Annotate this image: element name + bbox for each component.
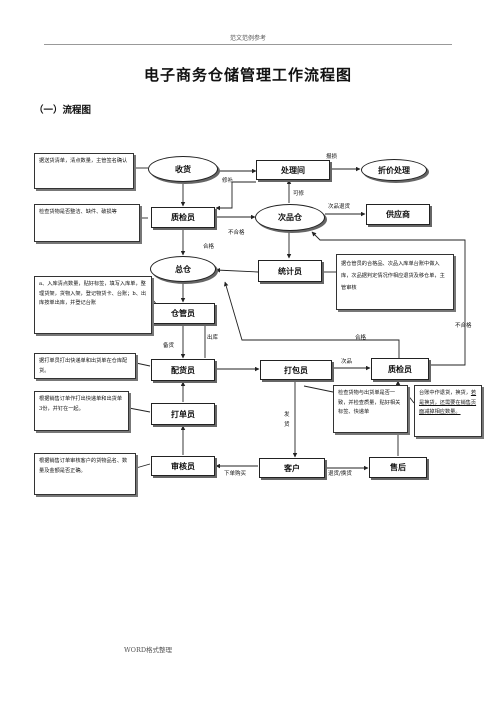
label-place-order: 下单购买 bbox=[224, 471, 247, 477]
note-statistician: 据仓管员的合格品、次品入库单台账中做入库，次品据判定情况作相应退货及移仓单，主管… bbox=[336, 254, 454, 310]
node-supplier: 供应商 bbox=[366, 204, 430, 225]
label-unqualified: 不合格 bbox=[228, 230, 245, 236]
node-statistician: 统计员 bbox=[258, 260, 322, 282]
note-picker: 据打单员打出快递单和出货单在仓库配货。 bbox=[34, 353, 136, 379]
label-repair: 修补 bbox=[222, 178, 234, 184]
header-rule bbox=[44, 44, 452, 45]
label-damage-report: 报损 bbox=[326, 154, 338, 160]
node-inspector-2: 质检员 bbox=[371, 358, 429, 380]
node-packer: 打包员 bbox=[260, 360, 332, 380]
node-main-warehouse: 总仓 bbox=[150, 256, 216, 282]
label-stock-prep: 备货 bbox=[163, 343, 175, 349]
node-receiving: 收货 bbox=[148, 156, 218, 182]
node-reviewer: 审核员 bbox=[151, 456, 215, 476]
label-unqualified-2: 不合格 bbox=[455, 323, 472, 329]
note-reviewer: 根据销售订单审核客户的货物品名、数量及金额是否正确。 bbox=[34, 453, 136, 495]
section-heading: （一）流程图 bbox=[34, 105, 92, 116]
node-defective-warehouse: 次品仓 bbox=[255, 204, 325, 231]
node-inspector: 质检员 bbox=[151, 207, 215, 228]
note-order-printer: 根据销售订单作打出快递单和出货单3份，并钉在一起。 bbox=[34, 391, 129, 431]
label-defective: 次品 bbox=[341, 359, 353, 365]
node-warehouse-keeper: 仓管员 bbox=[151, 303, 215, 324]
page-header: 范文范例参考 bbox=[229, 35, 266, 42]
note-receiving: 据送货清单，清点数量，主管签名确认 bbox=[34, 153, 134, 189]
label-return-exchange: 退货/换货 bbox=[328, 471, 352, 477]
document-title: 电子商务仓储管理工作流程图 bbox=[143, 66, 352, 84]
note-after-sales-text-a: 台账中作退货，换货， bbox=[419, 390, 471, 396]
page-footer: WORD格式整理 bbox=[123, 646, 173, 654]
label-defective-return: 次品退货 bbox=[328, 204, 351, 210]
note-inspection: 检查货物是否整洁、缺件、破损等 bbox=[34, 204, 140, 242]
node-picker: 配货员 bbox=[151, 359, 215, 381]
node-order-printer: 打单员 bbox=[151, 403, 215, 425]
note-packer: 检查货物与出货单是否一致，并检查质量，贴好相关标签、快递单 bbox=[333, 385, 408, 433]
node-customer: 客户 bbox=[259, 458, 325, 478]
label-qualified: 合格 bbox=[203, 244, 215, 250]
label-outbound: 出库 bbox=[207, 335, 219, 341]
note-after-sales: 台账中作退货，换货，若是换货，还需要在销售页面减掉相应数量。 bbox=[414, 385, 482, 437]
note-warehouse-keeper: a、入库清点数量，贴好标签，填写入库单，整理货架，货物入架，登记物货卡、台账；b… bbox=[34, 276, 152, 334]
node-processing-room: 处理间 bbox=[256, 160, 330, 180]
label-qualified-2: 合格 bbox=[355, 335, 367, 341]
label-repairable: 可修 bbox=[293, 191, 305, 197]
node-after-sales: 售后 bbox=[369, 457, 427, 478]
note-after-sales-text-b: 若是换货，还需要在销售页面减掉相应数量。 bbox=[419, 390, 477, 415]
node-discount-processing: 折价处理 bbox=[361, 159, 427, 181]
label-shipping: 发货 bbox=[284, 412, 290, 428]
